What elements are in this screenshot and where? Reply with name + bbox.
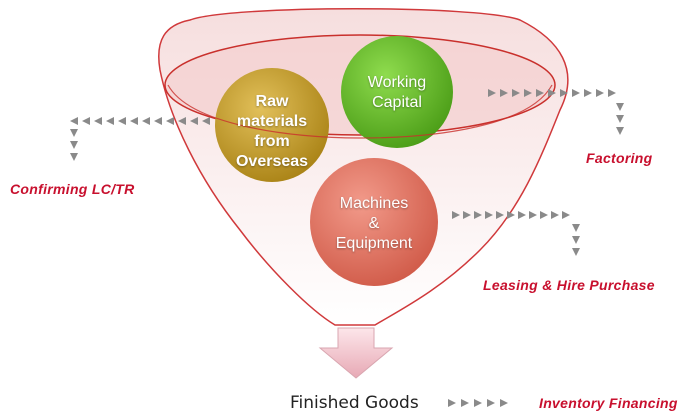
arrow-head-icon [118,117,126,125]
confirming-label: Confirming LC/TR [10,181,135,197]
factoring-arrow [488,89,624,135]
down-arrow [318,327,394,379]
arrow-head-icon [572,89,580,97]
working-capital-circle [341,36,453,148]
machines-line2: & [368,215,380,232]
arrow-head-icon [70,141,78,149]
arrow-head-icon [572,248,580,256]
leasing-arrow [452,211,580,256]
inventory-arrow [448,399,508,407]
arrow-head-icon [94,117,102,125]
arrow-head-icon [461,399,469,407]
arrow-head-icon [485,211,493,219]
arrow-head-icon [548,89,556,97]
arrow-head-icon [500,399,508,407]
arrow-head-icon [487,399,495,407]
arrow-head-icon [507,211,515,219]
inventory-financing-label: Inventory Financing [539,395,678,411]
machines-label: Machines & Equipment [319,194,429,254]
arrow-head-icon [130,117,138,125]
arrow-head-icon [178,117,186,125]
arrow-head-icon [452,211,460,219]
arrow-head-icon [572,224,580,232]
raw-materials-line4: Overseas [235,153,309,170]
raw-materials-label: Raw materials from Overseas [222,92,322,172]
arrow-head-icon [512,89,520,97]
arrow-head-icon [500,89,508,97]
raw-materials-line1: Raw [255,93,289,110]
arrow-head-icon [529,211,537,219]
arrow-head-icon [202,117,210,125]
arrow-head-icon [616,115,624,123]
arrow-head-icon [536,89,544,97]
arrow-head-icon [70,153,78,161]
arrow-head-icon [496,211,504,219]
machines-line3: Equipment [335,235,413,252]
arrow-head-icon [540,211,548,219]
arrow-head-icon [616,103,624,111]
machines-line1: Machines [339,195,409,212]
arrow-head-icon [562,211,570,219]
arrow-head-icon [551,211,559,219]
arrow-head-icon [596,89,604,97]
arrow-head-icon [154,117,162,125]
arrow-head-icon [584,89,592,97]
arrow-head-icon [106,117,114,125]
funnel-rim-front [167,84,553,139]
working-capital-label: Working Capital [347,73,447,113]
arrow-head-icon [448,399,456,407]
arrow-head-icon [518,211,526,219]
working-capital-line1: Working [367,74,427,91]
arrow-head-icon [608,89,616,97]
finished-goods-label: Finished Goods [290,393,419,413]
arrow-head-icon [82,117,90,125]
leasing-label: Leasing & Hire Purchase [483,277,655,293]
arrow-head-icon [190,117,198,125]
arrow-head-icon [70,117,78,125]
arrow-head-icon [524,89,532,97]
raw-materials-circle [215,68,329,182]
confirming-arrow [70,117,210,161]
raw-materials-line2: materials [236,113,308,130]
arrow-head-icon [474,211,482,219]
raw-materials-line3: from [254,133,290,150]
arrow-head-icon [616,127,624,135]
working-capital-line2: Capital [372,94,422,111]
arrow-head-icon [70,129,78,137]
arrow-head-icon [474,399,482,407]
arrow-head-icon [142,117,150,125]
machines-circle [310,158,438,286]
arrow-head-icon [560,89,568,97]
arrow-head-icon [488,89,496,97]
arrow-head-icon [463,211,471,219]
arrow-head-icon [572,236,580,244]
arrow-head-icon [166,117,174,125]
factoring-label: Factoring [586,150,653,166]
